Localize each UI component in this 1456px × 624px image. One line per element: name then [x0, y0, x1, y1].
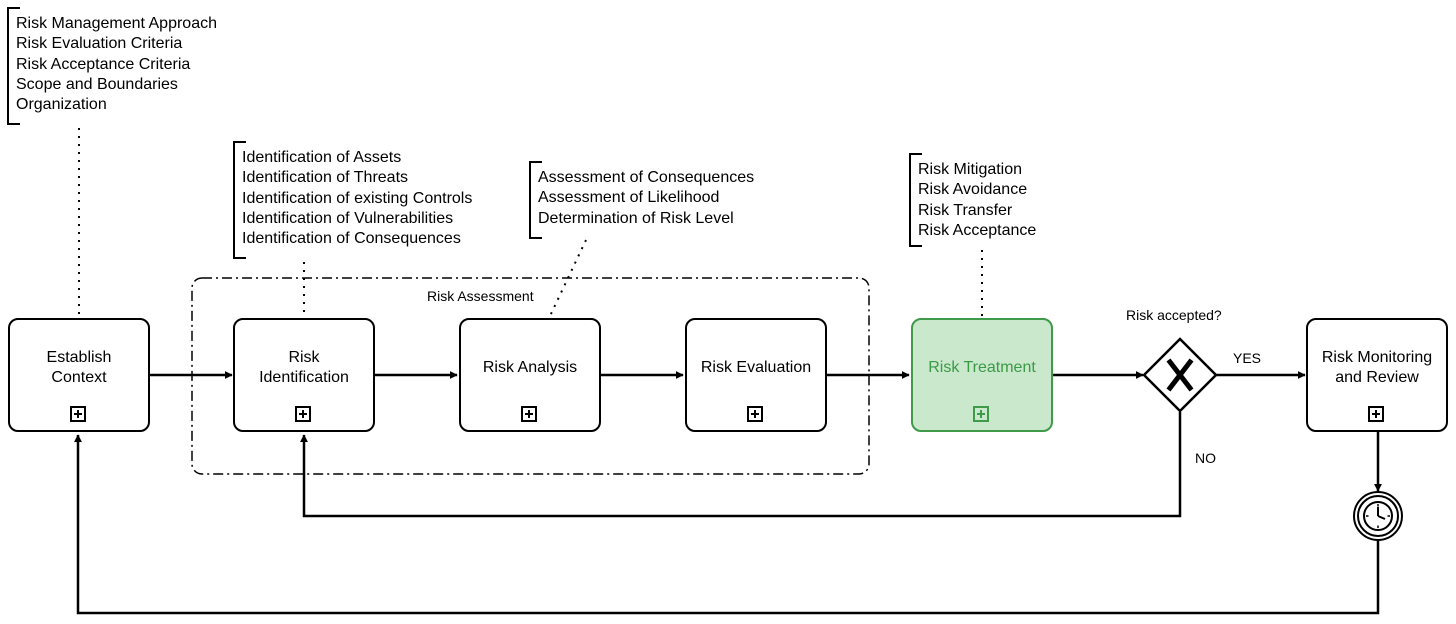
annotation-line: Identification of Assets: [242, 149, 402, 166]
annotation-bracket-context: [7, 7, 20, 125]
plus-square-icon[interactable]: [295, 406, 311, 422]
plus-square-icon[interactable]: [70, 406, 86, 422]
annotation-line: Assessment of Consequences: [538, 169, 755, 186]
annotation-line: Identification of Threats: [242, 169, 409, 187]
annotation-line: Assessment of Likelihood: [538, 189, 720, 207]
task-label: Risk Treatment: [928, 359, 1036, 376]
establish-context-task[interactable]: Establish Context: [8, 318, 150, 432]
gateway-question-label: Risk accepted?: [1126, 307, 1222, 323]
flow-gateway-no: [300, 412, 1182, 518]
annotation-line: Scope and Boundaries: [16, 75, 178, 93]
annotation-line: Risk Management Approach: [16, 15, 217, 32]
annotation-line: Identification of Consequences: [242, 230, 461, 248]
flow-timer-to-context: [74, 434, 1380, 615]
annotation-line: Identification of Vulnerabilities: [242, 209, 454, 227]
annotation-identification: Identification of Assets Identification …: [242, 148, 472, 249]
annotation-line: Organization: [16, 96, 107, 114]
annotation-line: Determination of Risk Level: [538, 209, 734, 227]
plus-square-icon[interactable]: [747, 406, 763, 422]
annotation-line: Risk Mitigation: [918, 161, 1023, 178]
risk-monitoring-task[interactable]: Risk Monitoring and Review: [1306, 318, 1448, 432]
task-label: Risk Evaluation: [700, 359, 812, 376]
annotation-line: Risk Acceptance Criteria: [16, 55, 191, 73]
task-label: Risk Monitoring and Review: [1321, 349, 1433, 386]
annotation-line: Risk Avoidance: [918, 181, 1028, 199]
risk-identification-task[interactable]: Risk Identification: [233, 318, 375, 432]
plus-square-icon[interactable]: [1368, 406, 1384, 422]
no-label: NO: [1195, 450, 1216, 466]
annotation-analysis: Assessment of Consequences Assessment of…: [538, 168, 754, 229]
annotation-line: Risk Acceptance: [918, 221, 1037, 239]
annotation-bracket-treatment: [909, 153, 922, 247]
task-label: Establish Context: [46, 349, 112, 386]
risk-treatment-task[interactable]: Risk Treatment: [911, 318, 1053, 432]
task-label: Risk Analysis: [482, 359, 578, 376]
gateway-x-icon: [1166, 358, 1194, 392]
annotation-bracket-identification: [233, 141, 246, 259]
yes-label: YES: [1233, 350, 1262, 366]
risk-evaluation-task[interactable]: Risk Evaluation: [685, 318, 827, 432]
annotation-line: Risk Transfer: [918, 201, 1013, 219]
annotation-context: Risk Management Approach Risk Evaluation…: [16, 14, 217, 115]
annotation-bracket-analysis: [529, 161, 542, 239]
annotation-line: Risk Evaluation Criteria: [16, 35, 183, 53]
risk-analysis-task[interactable]: Risk Analysis: [459, 318, 601, 432]
plus-square-icon[interactable]: [521, 406, 537, 422]
risk-assessment-group-label: Risk Assessment: [427, 288, 534, 304]
annotation-line: Identification of existing Controls: [242, 189, 473, 207]
clock-icon: [1353, 491, 1403, 541]
annotation-treatment: Risk Mitigation Risk Avoidance Risk Tran…: [918, 160, 1036, 241]
plus-square-icon[interactable]: [973, 406, 989, 422]
task-label: Risk Identification: [259, 349, 349, 386]
